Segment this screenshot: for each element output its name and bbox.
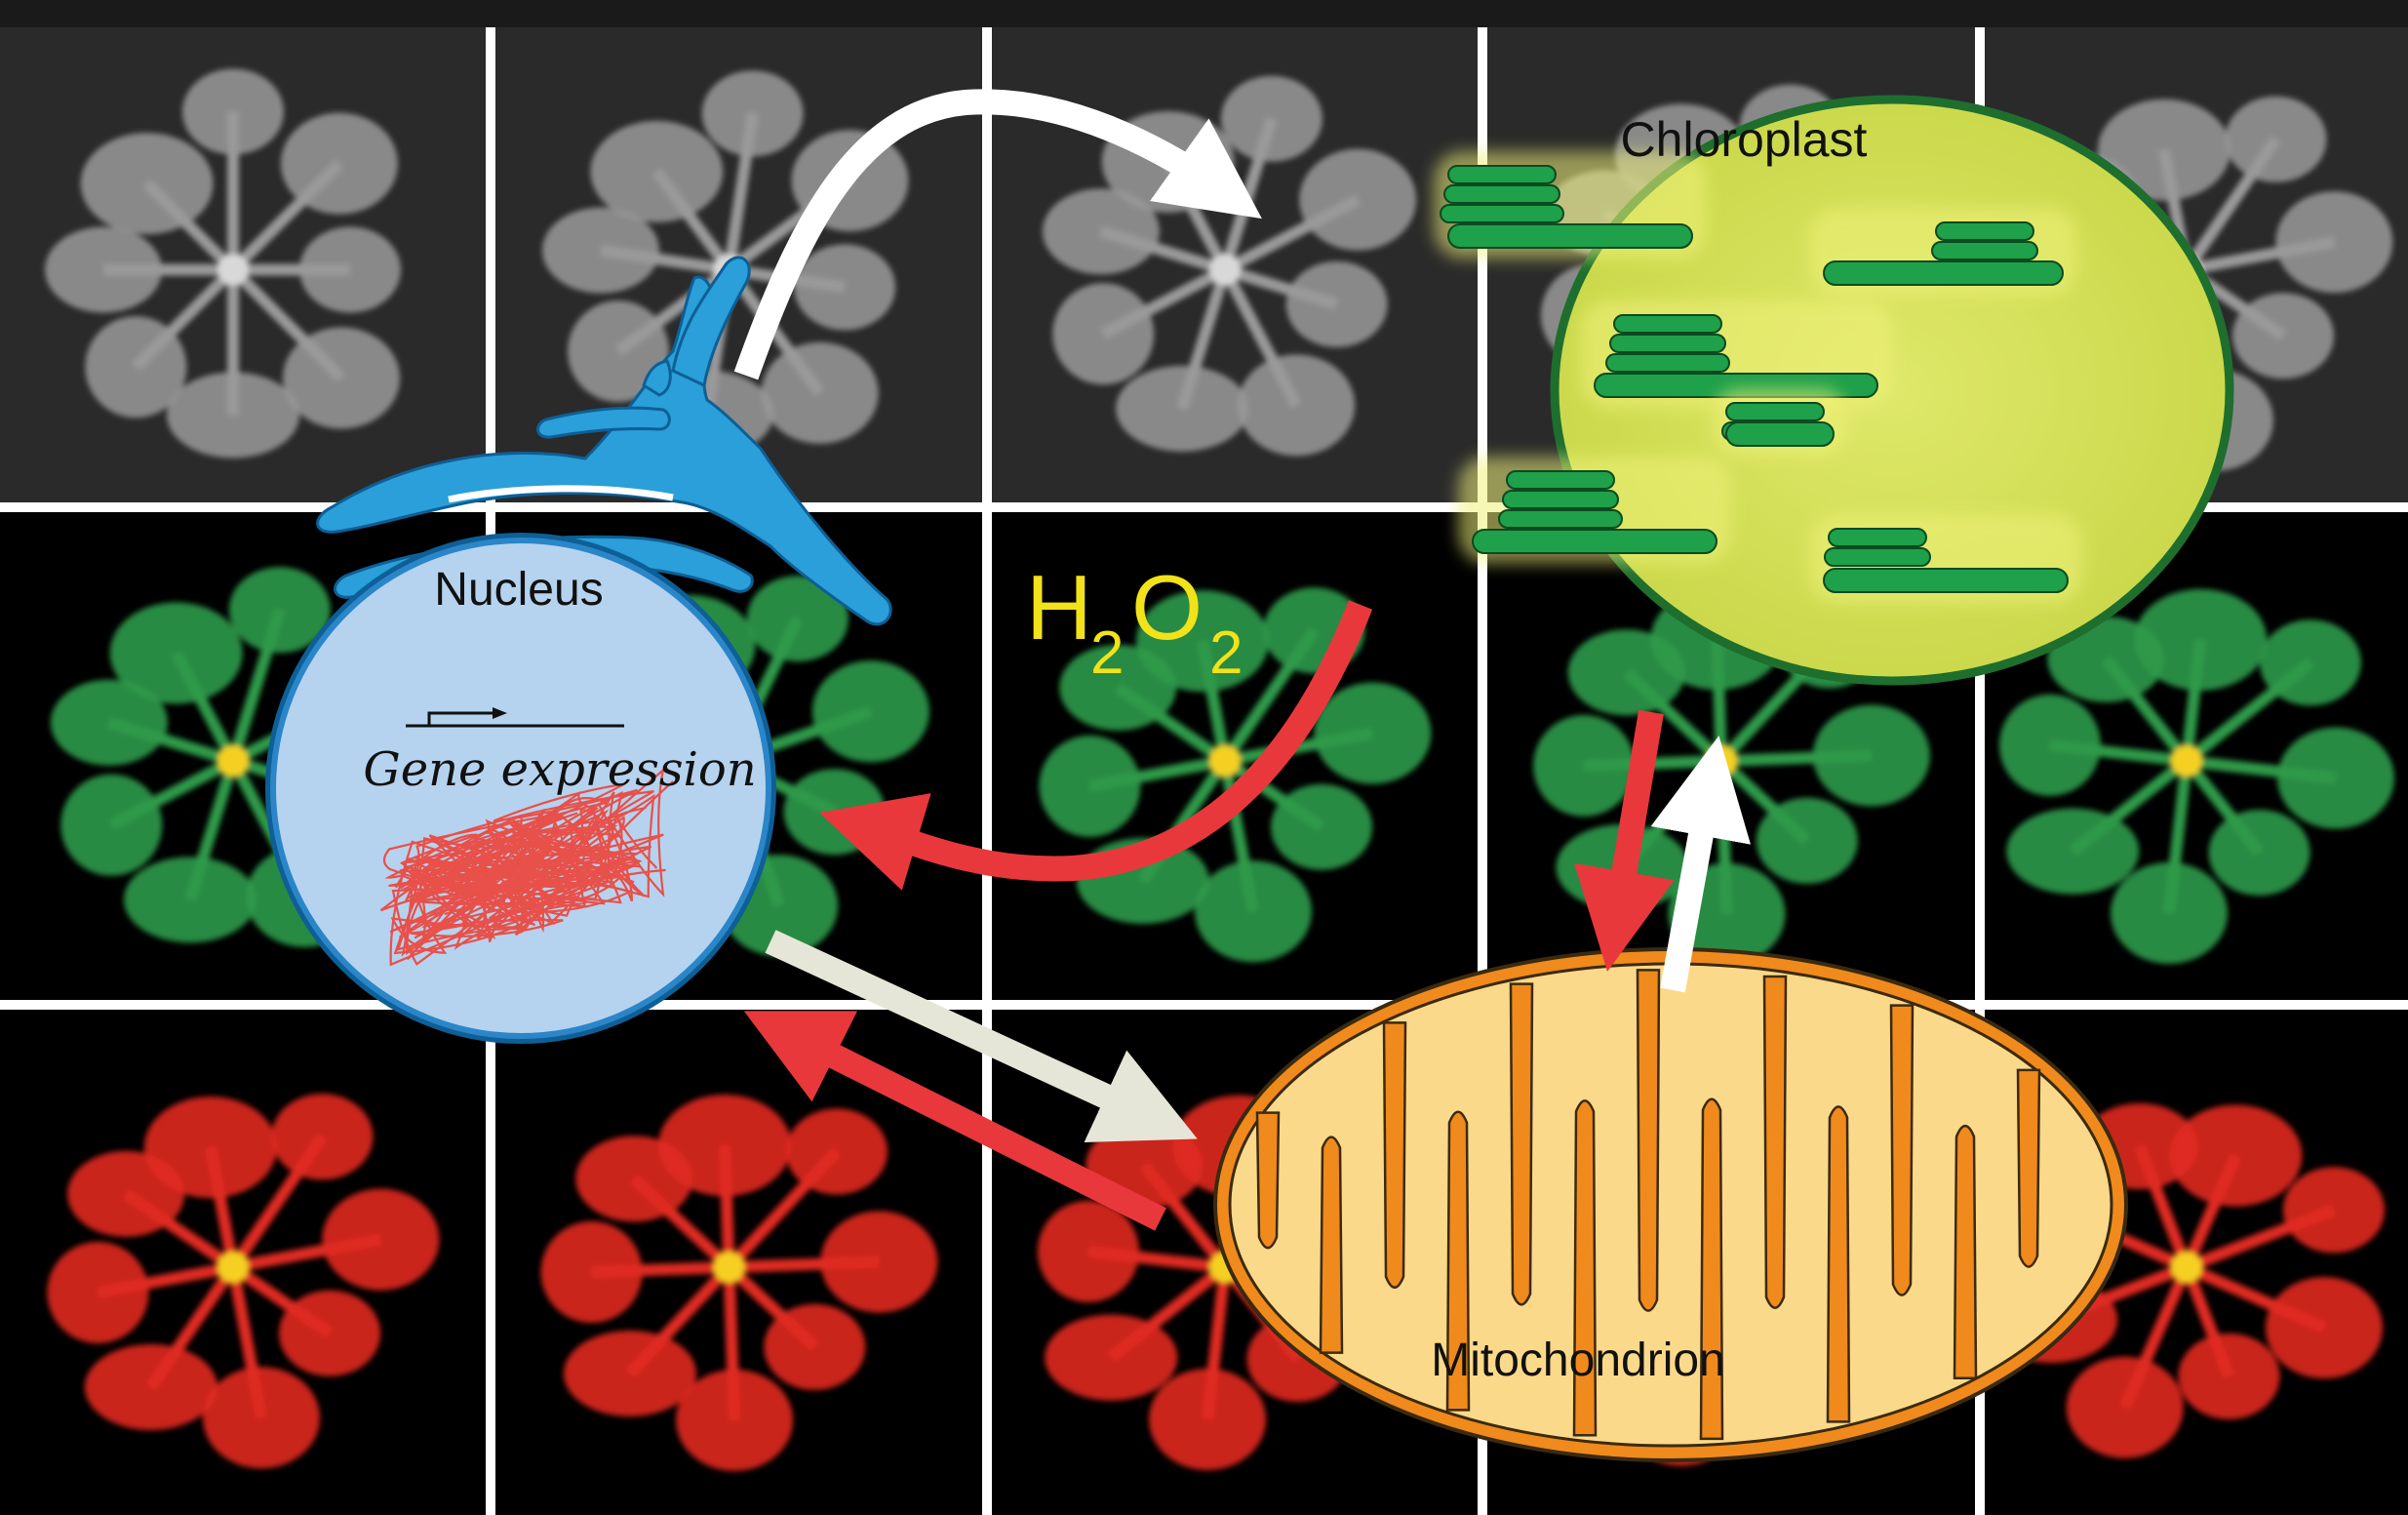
chloroplast-to-nucleus-h2o2-arrow [819, 600, 1373, 891]
mitochondrion: Mitochondrion [1213, 947, 2128, 1462]
mitochondrion-label: Mitochondrion [1431, 1335, 1725, 1386]
chloroplast: Chloroplast [1434, 95, 2234, 686]
grayscale-row-panel [992, 27, 1478, 502]
h2o2-label: H 2 O 2 [1026, 556, 1243, 687]
thylakoid-stack [1712, 388, 1848, 457]
h2o2-o: O [1131, 556, 1203, 658]
grayscale-row-panel [0, 27, 486, 502]
top-black-band [0, 0, 2408, 27]
chromatin [379, 767, 674, 967]
crista [1509, 982, 1534, 1306]
nucleus-label: Nucleus [434, 564, 603, 616]
thylakoid-stacks [1434, 151, 2082, 603]
h2o2-h: H [1026, 556, 1092, 658]
crista [1953, 1124, 1978, 1380]
crista [1889, 1004, 1915, 1296]
h2o2-subscript-1: 2 [1090, 619, 1124, 687]
mitochondrion-to-chloroplast-arrow [1650, 736, 1751, 993]
nucleus-to-chloroplast-arrow [733, 89, 1262, 380]
crista [1636, 969, 1661, 1312]
nucleus-to-mitochondrion-arrow [765, 930, 1198, 1143]
thylakoid-stack [1809, 514, 2082, 603]
crista [2016, 1068, 2041, 1268]
green-fluorescence-row-panel [1985, 512, 2408, 1000]
red-fluorescence-row-panel [0, 1010, 486, 1515]
chloroplast-to-mitochondrion-arrow [1574, 709, 1675, 973]
h2o2-subscript-2: 2 [1209, 619, 1243, 687]
gene-promoter-arrow [406, 707, 624, 728]
nucleus: Nucleus Gene expression [265, 256, 892, 1044]
mitochondrion-cristae [1255, 969, 2041, 1441]
crista [1319, 1136, 1344, 1354]
thylakoid-stack [1458, 457, 1731, 564]
thylakoid-stack [1809, 208, 2077, 296]
thylakoid-stack [1434, 151, 1707, 259]
mitochondrion-to-nucleus-arrow [743, 1011, 1166, 1231]
crista [1762, 975, 1788, 1309]
signaling-arrows [733, 89, 1751, 1231]
crista [1826, 1105, 1851, 1423]
crista [1572, 1099, 1598, 1437]
gene-expression-label: Gene expression [363, 742, 756, 797]
crista [1382, 1021, 1407, 1289]
chloroplast-label: Chloroplast [1621, 112, 1868, 167]
green-fluorescence-row-panel [992, 512, 1478, 1000]
crista [1255, 1111, 1281, 1250]
crista [1445, 1110, 1471, 1412]
crista [1699, 1097, 1724, 1441]
